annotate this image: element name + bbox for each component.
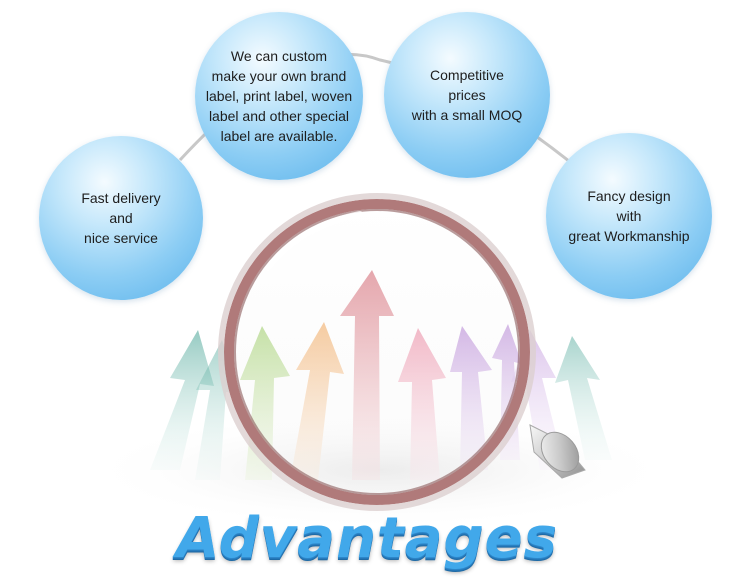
bubble-fancy-design: Fancy design with great Workmanship — [546, 133, 712, 299]
bubble-text: Fancy design with great Workmanship — [568, 188, 690, 244]
magnifying-glass-icon — [218, 193, 586, 511]
bubble-competitive-prices: Competitive prices with a small MOQ — [384, 12, 550, 178]
bubble-text: Competitive prices with a small MOQ — [411, 67, 523, 123]
arrow-icon — [555, 336, 612, 460]
bubble-fast-delivery: Fast delivery and nice service — [39, 136, 203, 300]
bubble-custom-labels: We can custom make your own brand label,… — [195, 12, 363, 180]
arrow-icon — [150, 330, 214, 470]
bubble-text: We can custom make your own brand label,… — [205, 48, 353, 144]
advantages-title: Advantages — [176, 506, 558, 571]
bubble-text: Fast delivery and nice service — [81, 190, 161, 246]
